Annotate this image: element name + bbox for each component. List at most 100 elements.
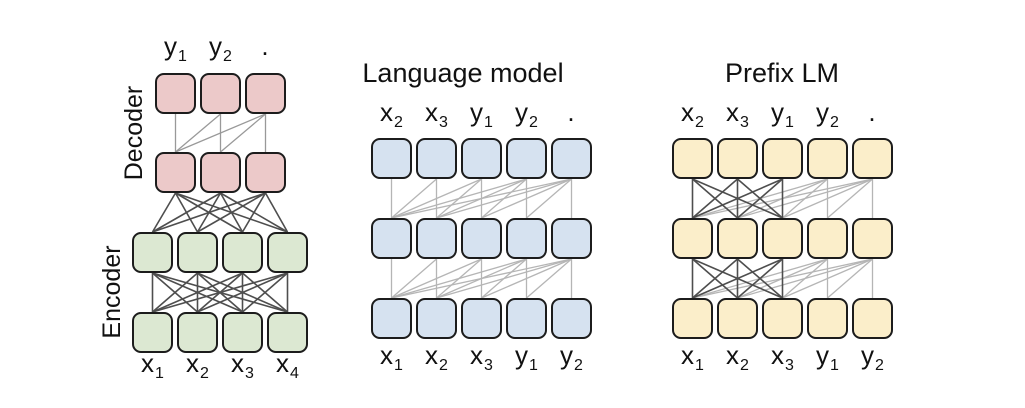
connection-line <box>391 178 527 219</box>
block <box>155 152 196 193</box>
diagram-title-language-model: Language model <box>362 58 564 88</box>
diagram-title-prefix-lm: Prefix LM <box>724 58 840 88</box>
connection-line <box>220 113 266 153</box>
block <box>852 138 893 179</box>
token-symbol: x <box>380 340 394 370</box>
token-symbol: x <box>141 348 155 378</box>
token-subscript: 3 <box>245 365 254 382</box>
connection-line <box>391 258 437 299</box>
input-token-label: y2 <box>538 340 606 375</box>
connection-line <box>391 178 572 219</box>
block <box>132 232 173 273</box>
block <box>371 138 412 179</box>
connection-line <box>691 178 739 219</box>
connection-line <box>827 178 873 219</box>
connection-line <box>151 272 199 313</box>
output-token-label: y1 <box>448 97 516 132</box>
block <box>852 218 893 259</box>
block <box>177 232 218 273</box>
token-symbol: . <box>261 31 269 61</box>
input-token-label: x4 <box>254 348 322 383</box>
block <box>506 138 547 179</box>
connection-line <box>526 178 572 219</box>
output-token-label: y2 <box>794 97 862 132</box>
token-symbol: y <box>816 97 830 127</box>
connection-line <box>241 272 289 313</box>
token-subscript: 2 <box>223 48 232 65</box>
token-symbol: y <box>816 340 830 370</box>
connection-line <box>175 113 266 153</box>
block <box>416 298 457 339</box>
input-token-label: x1 <box>659 340 727 375</box>
connection-line <box>264 192 289 233</box>
token-symbol: y <box>209 31 223 61</box>
output-token-label: y2 <box>493 97 561 132</box>
block <box>852 298 893 339</box>
connection-line <box>391 178 482 219</box>
block <box>200 152 241 193</box>
input-token-label: x3 <box>209 348 277 383</box>
token-symbol: x <box>771 340 785 370</box>
connection-line <box>436 178 572 219</box>
block <box>807 218 848 259</box>
block <box>717 218 758 259</box>
block <box>672 218 713 259</box>
connection-line <box>481 258 572 299</box>
block <box>762 138 803 179</box>
connection-line <box>827 258 873 299</box>
connection-line <box>391 258 527 299</box>
token-subscript: 3 <box>439 114 448 131</box>
block <box>177 312 218 353</box>
block <box>200 73 241 114</box>
output-token-label: . <box>538 97 606 132</box>
connection-line <box>152 192 266 233</box>
connection-line <box>782 258 873 299</box>
block <box>461 218 502 259</box>
connection-line <box>526 258 572 299</box>
block <box>155 73 196 114</box>
token-subscript: 1 <box>529 357 538 374</box>
block <box>717 298 758 339</box>
block <box>245 73 286 114</box>
block <box>267 312 308 353</box>
token-subscript: 3 <box>785 357 794 374</box>
connection-line <box>197 192 266 233</box>
output-token-label: y1 <box>749 97 817 132</box>
token-symbol: y <box>515 97 529 127</box>
token-symbol: y <box>515 340 529 370</box>
connection-line <box>691 258 739 299</box>
input-token-label: x2 <box>704 340 772 375</box>
token-subscript: 1 <box>178 48 187 65</box>
output-token-label: x3 <box>704 97 772 132</box>
block <box>551 298 592 339</box>
block <box>461 298 502 339</box>
token-symbol: x <box>470 340 484 370</box>
token-subscript: 1 <box>394 357 403 374</box>
connection-line <box>241 192 267 233</box>
block <box>807 298 848 339</box>
token-symbol: . <box>868 97 876 127</box>
block <box>267 232 308 273</box>
token-symbol: x <box>380 97 394 127</box>
output-token-label: . <box>839 97 907 132</box>
token-symbol: y <box>470 97 484 127</box>
block <box>371 218 412 259</box>
block <box>461 138 502 179</box>
connection-line <box>736 258 784 299</box>
token-symbol: x <box>726 97 740 127</box>
connection-line <box>391 178 437 219</box>
token-symbol: y <box>164 31 178 61</box>
output-token-label: y1 <box>142 31 210 66</box>
output-token-label: . <box>232 31 300 66</box>
token-subscript: 2 <box>200 365 209 382</box>
token-symbol: y <box>861 340 875 370</box>
connection-line <box>737 178 873 219</box>
connection-line <box>151 192 177 233</box>
block <box>672 138 713 179</box>
token-subscript: 2 <box>574 357 583 374</box>
connection-line <box>391 258 572 299</box>
block <box>672 298 713 339</box>
connection-line <box>152 272 288 313</box>
token-subscript: 1 <box>830 357 839 374</box>
token-symbol: y <box>771 97 785 127</box>
